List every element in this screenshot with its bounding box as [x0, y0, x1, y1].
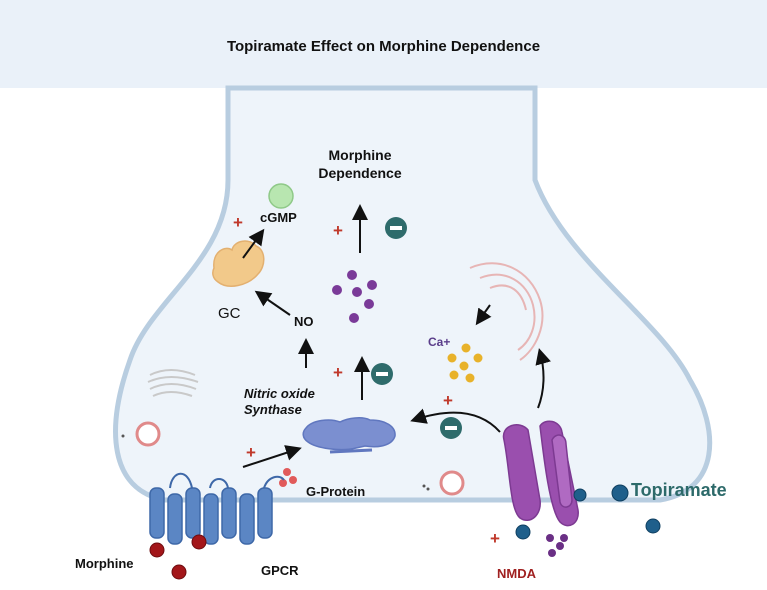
- g-protein-dots: [279, 468, 297, 487]
- gpcr-receptor-icon: [149, 487, 273, 545]
- topiramate-molecules: [515, 484, 661, 540]
- title-banner: [0, 0, 767, 88]
- morphine-label: Morphine: [75, 556, 134, 571]
- morphine-molecules: [149, 534, 207, 580]
- minus-circle-icon: [371, 363, 393, 385]
- calcium-label: Ca+: [428, 335, 450, 349]
- topiramate-label: Topiramate: [631, 480, 727, 500]
- nmda-label: NMDA: [497, 566, 537, 581]
- nos-label: Nitric oxide: [244, 386, 315, 401]
- svg-text:+: +: [333, 363, 343, 382]
- purple-dots: [332, 270, 377, 323]
- svg-text:+: +: [490, 529, 500, 548]
- plus-signs: + + + + + +: [233, 213, 500, 548]
- gpcr-label: GPCR: [261, 563, 299, 578]
- vesicle-icon: [439, 470, 465, 496]
- cgmp-circle-icon: [268, 183, 294, 209]
- no-label: NO: [294, 314, 314, 329]
- nmda-purple-dots: [546, 534, 568, 557]
- cgmp-label: cGMP: [260, 210, 297, 225]
- g-protein-label: G-Protein: [306, 484, 365, 499]
- pathway-arrows: [242, 204, 551, 468]
- minus-circle-icon: [385, 217, 407, 239]
- nmda-receptor-icon: [502, 420, 579, 527]
- minus-circle-icon: [440, 417, 462, 439]
- svg-text:+: +: [443, 391, 453, 410]
- gc-enzyme-icon: [212, 240, 265, 287]
- morphine-dependence-label: Morphine: [329, 147, 392, 163]
- calcium-dots: [447, 343, 483, 383]
- svg-text:+: +: [333, 221, 343, 240]
- golgi-icon: [147, 369, 199, 397]
- nos-enzyme-icon: [302, 417, 396, 451]
- page-title: Topiramate Effect on Morphine Dependence: [226, 38, 541, 55]
- nos-label: Synthase: [244, 402, 302, 417]
- gc-label: GC: [218, 305, 241, 322]
- endoplasmic-reticulum-icon: [469, 262, 544, 361]
- morphine-dependence-label: Dependence: [318, 165, 401, 181]
- vesicle-icon: [135, 421, 161, 447]
- neuron-terminal-outline: [113, 85, 713, 503]
- svg-text:+: +: [246, 443, 256, 462]
- svg-text:+: +: [233, 213, 243, 232]
